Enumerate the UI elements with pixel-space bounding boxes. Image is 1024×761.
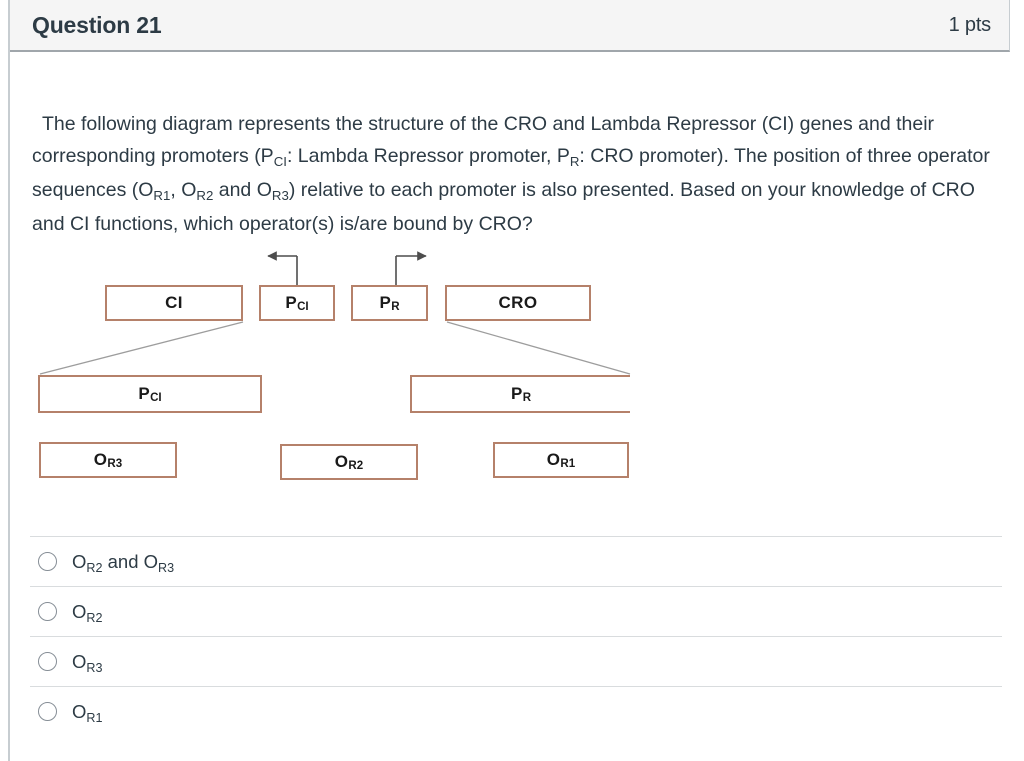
page-title: Question 21 [32,11,162,38]
connector-cro-to-pr [446,321,631,375]
question-card: Question 21 1 pts The following diagram … [8,0,1010,761]
subscript: R2 [86,560,103,575]
radio-button[interactable] [38,702,57,721]
radio-button[interactable] [38,602,57,621]
box-label: P [379,293,392,312]
subscript: R2 [196,188,214,203]
transcription-arrow-left [267,251,298,285]
box-label-subscript: R1 [560,458,576,470]
box-label: CRO [498,293,538,312]
answer-or1[interactable]: OR1 [30,686,1002,736]
subscript: R3 [158,560,175,575]
subscript: R1 [86,710,103,725]
box-label-subscript: R3 [107,458,123,470]
box-label-subscript: R2 [348,460,364,472]
question-points: 1 pts [948,13,992,36]
box-label: O [93,450,108,469]
box-label-subscript: R [391,301,400,313]
box-label-subscript: CI [150,392,162,404]
subscript: R3 [271,188,289,203]
gene-box-ci: CI [105,285,243,321]
transcription-arrow-right [395,251,427,285]
box-label-subscript: CI [297,301,309,313]
box-label-subscript: R [522,392,532,404]
box-label: CI [165,293,183,312]
question-text: The following diagram represents the str… [32,113,990,235]
answer-label: OR3 [72,650,103,675]
subscript: CI [273,154,287,169]
box-label: O [546,450,561,469]
answer-or3[interactable]: OR3 [30,636,1002,686]
answer-or2-and-or3[interactable]: OR2 and OR3 [30,536,1002,586]
answer-label: OR2 and OR3 [72,550,175,575]
box-label: P [285,293,298,312]
question-body: The following diagram represents the str… [32,108,1002,240]
answer-or2[interactable]: OR2 [30,586,1002,636]
radio-button[interactable] [38,652,57,671]
subscript: R1 [153,188,171,203]
subscript: R2 [86,610,103,625]
subscript: R3 [86,660,103,675]
question-header: Question 21 1 pts [10,0,1010,52]
box-label: P [510,384,523,403]
connector-ci-to-pci [39,321,244,375]
box-label: P [138,384,151,403]
radio-button[interactable] [38,552,57,571]
box-label: O [334,452,349,471]
subscript: R [569,154,580,169]
answer-label: OR1 [72,700,103,725]
answer-label: OR2 [72,600,103,625]
gene-box-cro: CRO [445,285,591,321]
